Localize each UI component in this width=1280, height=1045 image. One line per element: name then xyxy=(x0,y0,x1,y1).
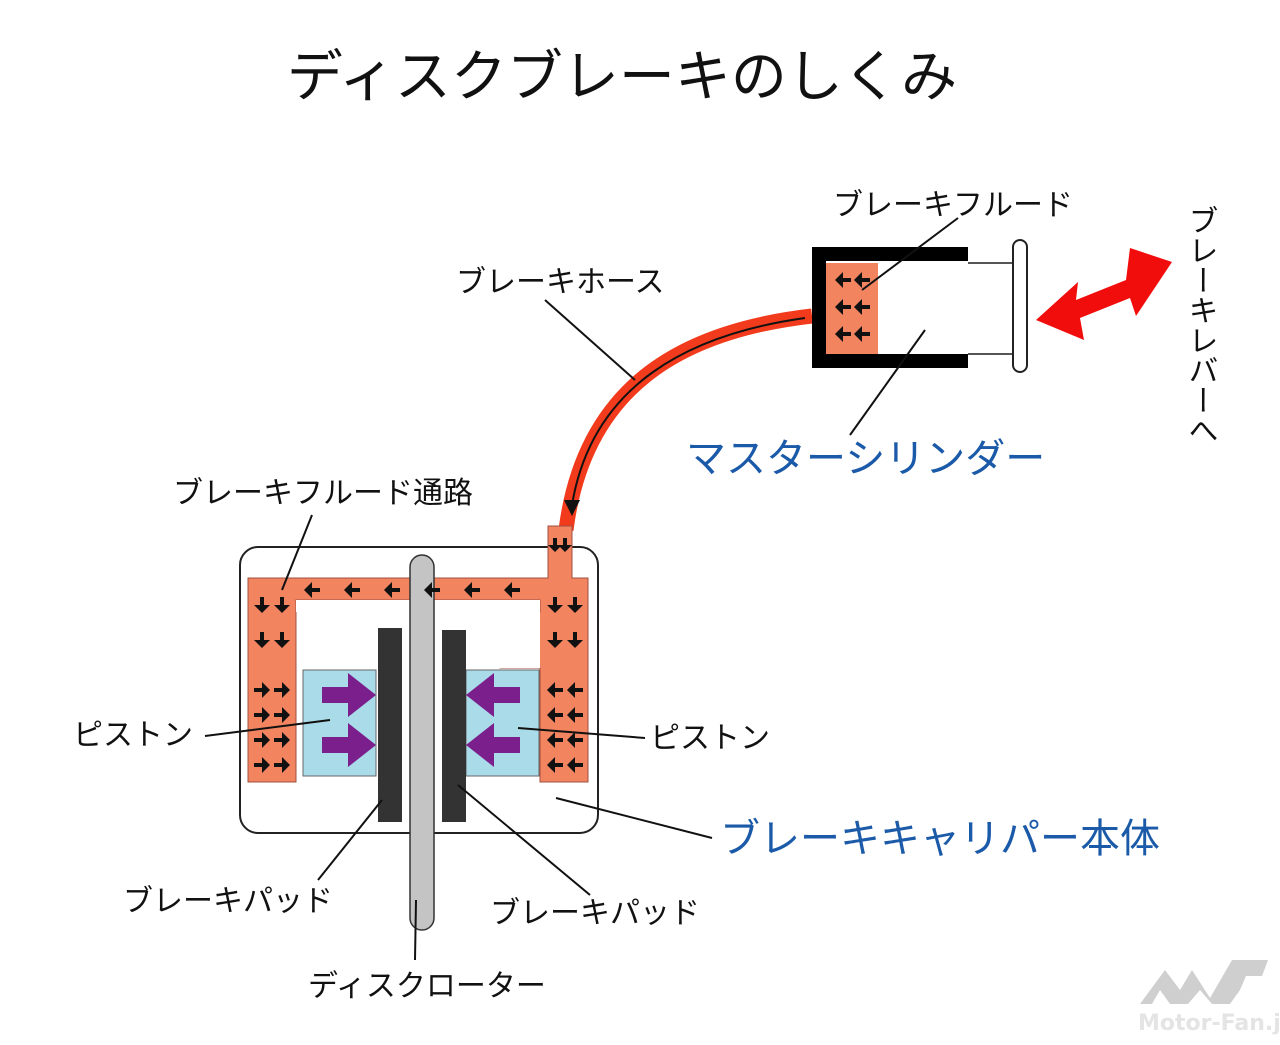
label-fluid-passage: ブレーキフルード通路 xyxy=(173,476,473,511)
fluid-flow-arrow-icon xyxy=(567,597,583,613)
label-caliper-body: ブレーキキャリパー本体 xyxy=(720,816,1160,862)
fluid-flow-arrow-icon xyxy=(274,682,290,698)
label-piston-left: ピストン xyxy=(73,718,193,753)
fluid-flow-arrow-icon xyxy=(304,582,320,598)
brake-caliper xyxy=(239,525,599,931)
watermark: Motor-Fan.jp xyxy=(1138,960,1280,1036)
piston-push-arrow-icon xyxy=(322,673,376,717)
fluid-flow-arrow-icon xyxy=(254,707,270,723)
piston-push-arrow-icon xyxy=(466,673,520,717)
master-fluid-arrow-icon xyxy=(854,299,870,315)
leader-lines xyxy=(204,217,959,961)
master-cylinder xyxy=(812,239,1028,373)
brake-pad-left xyxy=(378,628,402,822)
label-brake-lever: ブレーキレバーへ xyxy=(1183,205,1218,445)
fluid-flow-arrow-icon xyxy=(547,597,563,613)
fluid-flow-arrow-icon xyxy=(567,632,583,648)
disc-rotor xyxy=(409,554,435,931)
piston-push-arrow-icon xyxy=(466,723,520,767)
motor-fan-logo-icon xyxy=(1140,960,1268,1004)
label-brake-hose: ブレーキホース xyxy=(456,265,665,300)
label-brake-pad-left: ブレーキパッド xyxy=(123,884,333,919)
lever-motion-double-arrow-icon xyxy=(1036,248,1172,340)
lever-push-rod-end xyxy=(1012,239,1028,373)
fluid-flow-arrow-icon xyxy=(274,707,290,723)
fluid-flow-arrow-icon xyxy=(384,582,400,598)
fluid-flow-arrow-icon xyxy=(254,757,270,773)
master-fluid-chamber xyxy=(826,263,878,354)
watermark-text: Motor-Fan.jp xyxy=(1138,1011,1280,1036)
fluid-flow-arrow-icon xyxy=(254,632,270,648)
fluid-flow-arrow-icon xyxy=(274,732,290,748)
label-disc-rotor: ディスクローター xyxy=(308,969,546,1004)
fluid-flow-arrow-icon xyxy=(254,597,270,613)
fluid-flow-arrow-icon xyxy=(254,682,270,698)
master-fluid-arrow-icon xyxy=(854,326,870,342)
fluid-flow-arrow-icon xyxy=(567,707,583,723)
fluid-flow-arrow-icon xyxy=(344,582,360,598)
fluid-flow-arrow-icon xyxy=(558,538,572,552)
fluid-flow-arrow-icon xyxy=(567,757,583,773)
fluid-flow-arrow-icon xyxy=(547,632,563,648)
hose-flow-line xyxy=(571,317,806,506)
fluid-flow-arrow-icon xyxy=(547,757,563,773)
fluid-flow-arrow-icon xyxy=(547,732,563,748)
label-master-cylinder: マスターシリンダー xyxy=(686,436,1045,482)
fluid-flow-arrow-icon xyxy=(547,682,563,698)
label-piston-right: ピストン xyxy=(650,721,770,756)
master-fluid-arrow-icon xyxy=(835,326,851,342)
piston-right xyxy=(465,669,540,777)
fluid-flow-arrow-icon xyxy=(567,682,583,698)
hose-flow-arrow-icon xyxy=(564,500,580,516)
master-fluid-arrow-icon xyxy=(835,299,851,315)
fluid-flow-arrow-icon xyxy=(504,582,520,598)
fluid-flow-arrow-icon xyxy=(464,582,480,598)
fluid-flow-arrow-icon xyxy=(567,732,583,748)
fluid-flow-arrow-icon xyxy=(254,732,270,748)
master-fluid-arrow-icon xyxy=(835,272,851,288)
fluid-flow-arrow-icon xyxy=(547,707,563,723)
brake-pad-right xyxy=(442,630,466,822)
label-brake-pad-right: ブレーキパッド xyxy=(490,896,700,931)
label-master-fluid: ブレーキフルード xyxy=(833,188,1073,223)
fluid-flow-arrow-icon xyxy=(548,538,562,552)
fluid-flow-arrow-icon xyxy=(274,632,290,648)
fluid-flow-arrow-icon xyxy=(274,757,290,773)
diagram-title: ディスクブレーキのしくみ xyxy=(287,45,957,110)
piston-push-arrow-icon xyxy=(322,723,376,767)
fluid-flow-arrow-icon xyxy=(274,597,290,613)
fluid-flow-arrow-icon xyxy=(424,582,440,598)
master-fluid-arrow-icon xyxy=(854,272,870,288)
